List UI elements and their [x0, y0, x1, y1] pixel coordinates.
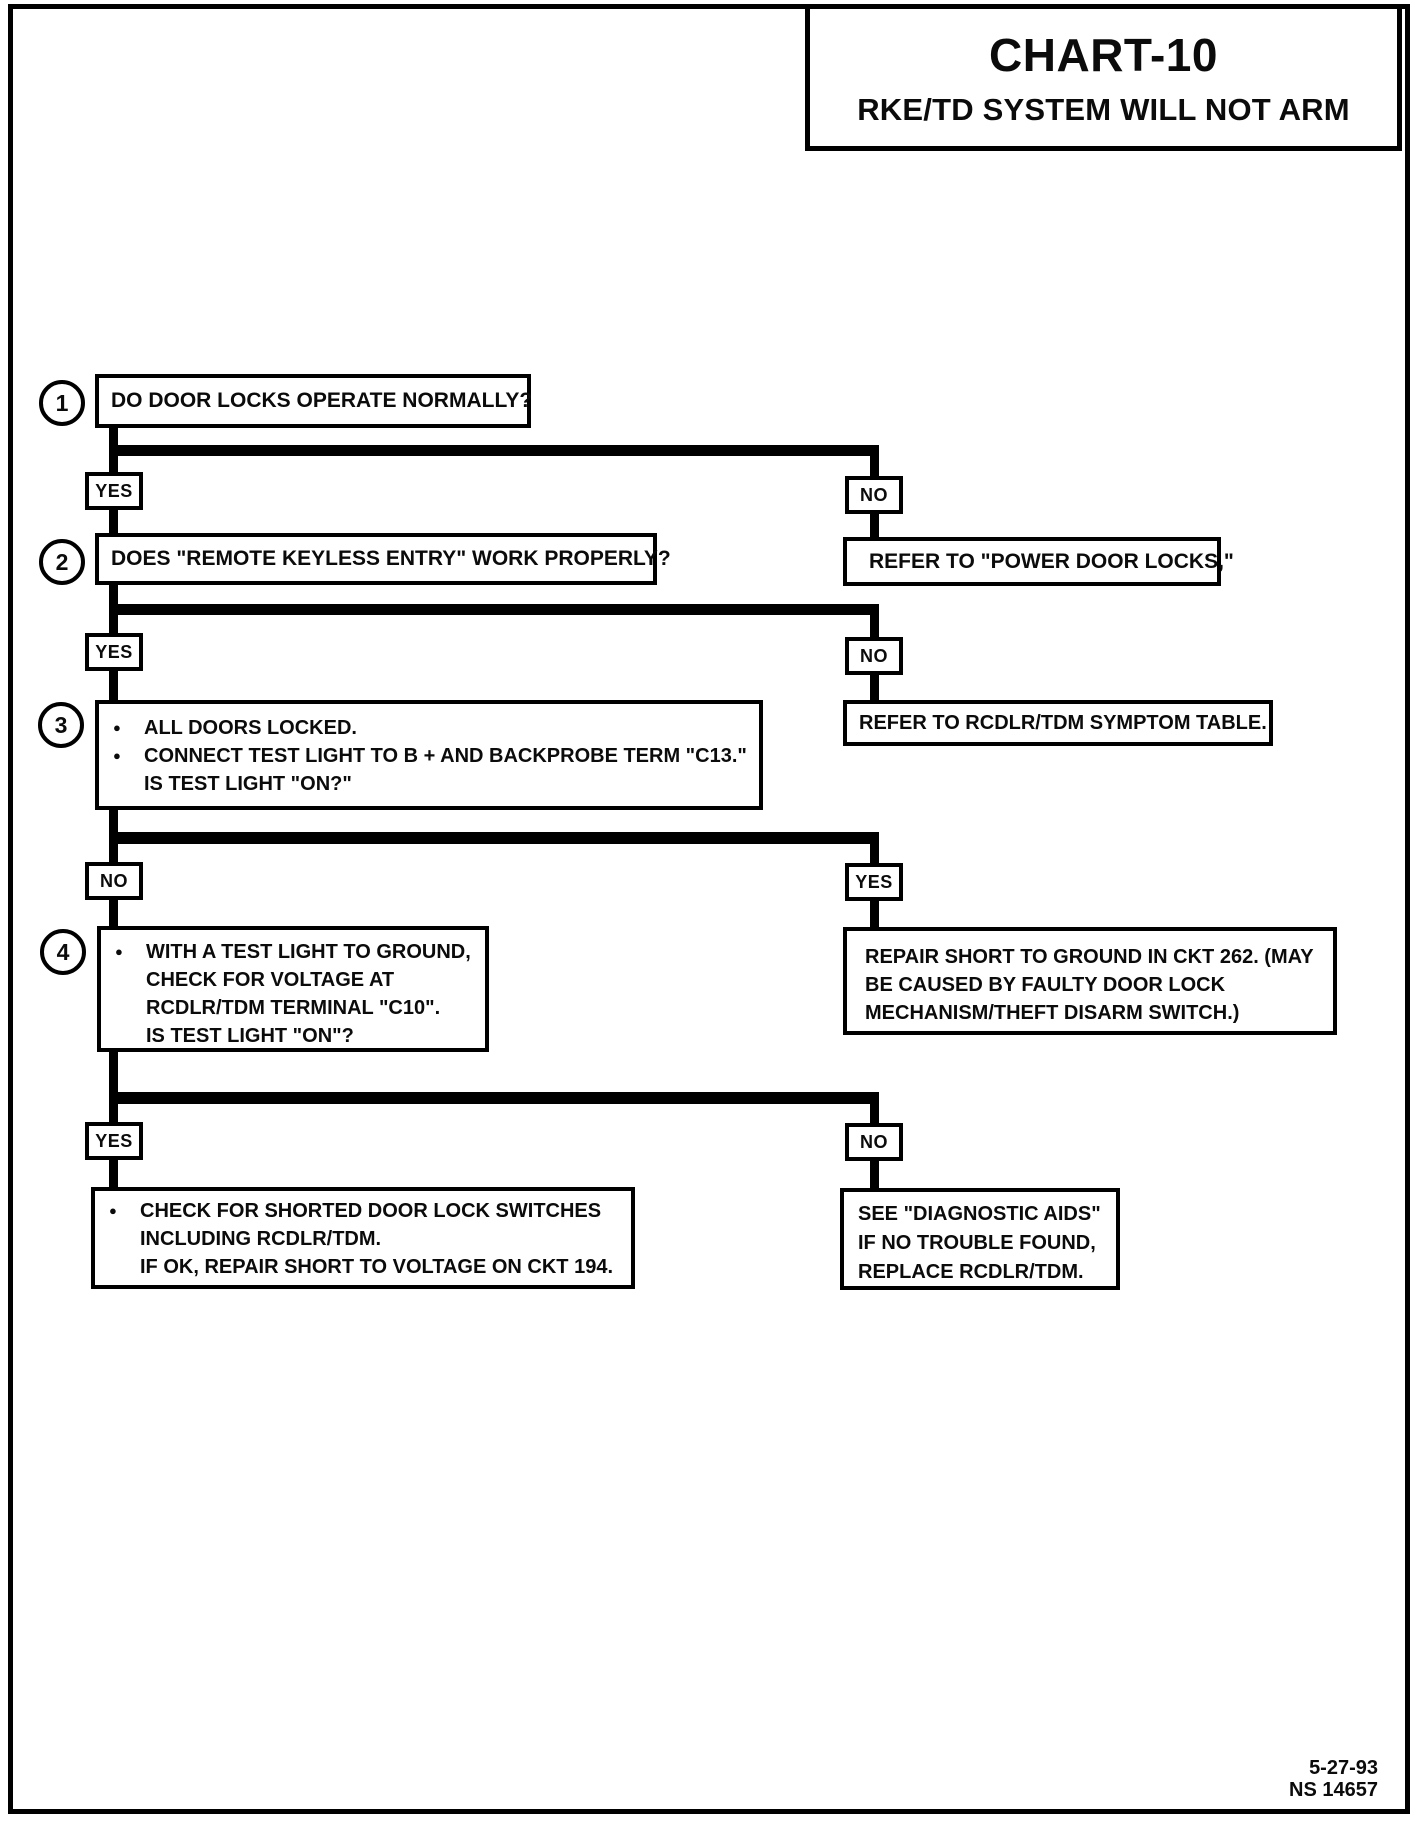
connector-line — [109, 445, 879, 456]
step-1-number: 1 — [55, 389, 69, 416]
step-3-bullet-2-cont: IS TEST LIGHT "ON?" — [113, 770, 751, 798]
step-3-number-circle: 3 — [38, 702, 84, 748]
step-1-no-result: REFER TO "POWER DOOR LOCKS," — [869, 549, 1234, 573]
step-4-bullet-1-cont: CHECK FOR VOLTAGE AT — [115, 966, 479, 994]
connector-line — [109, 1092, 879, 1104]
result-line: BE CAUSED BY FAULTY DOOR LOCK — [865, 974, 1226, 996]
step-3-yes-result-box: REPAIR SHORT TO GROUND IN CKT 262. (MAY … — [843, 927, 1337, 1035]
no-label: NO — [860, 484, 888, 505]
step-4-yes-result-box: ● CHECK FOR SHORTED DOOR LOCK SWITCHES I… — [91, 1187, 635, 1289]
step-2-no-result-box: REFER TO RCDLR/TDM SYMPTOM TABLE. — [843, 700, 1273, 746]
bullet-spacer — [109, 1253, 140, 1281]
step-1-no-tag: NO — [845, 476, 903, 514]
yes-label: YES — [95, 641, 133, 662]
step-1-yes-tag: YES — [85, 472, 143, 510]
chart-title: CHART-10 — [989, 28, 1218, 81]
yes-label: YES — [855, 871, 893, 892]
step-3-question-box: ● ALL DOORS LOCKED. ● CONNECT TEST LIGHT… — [95, 700, 763, 810]
step-3-bullet-1: ● ALL DOORS LOCKED. — [113, 714, 751, 742]
step-2-number-circle: 2 — [39, 539, 85, 585]
step-4-line-4: IS TEST LIGHT "ON"? — [146, 1025, 354, 1047]
step-1-question-box: DO DOOR LOCKS OPERATE NORMALLY? — [95, 374, 533, 428]
step-3-yes-tag: YES — [845, 863, 903, 901]
connector-line — [109, 669, 118, 702]
step-4-bullet-1-text: WITH A TEST LIGHT TO GROUND, — [146, 941, 471, 963]
result-bullet-line: ● CHECK FOR SHORTED DOOR LOCK SWITCHES — [109, 1197, 625, 1225]
bullet-icon: ● — [113, 720, 121, 735]
step-4-no-result-box: SEE "DIAGNOSTIC AIDS" IF NO TROUBLE FOUN… — [840, 1188, 1120, 1290]
step-3-number: 3 — [54, 711, 68, 738]
step-4-number-circle: 4 — [40, 929, 86, 975]
chart-title-box: CHART-10 RKE/TD SYSTEM WILL NOT ARM — [805, 4, 1402, 151]
yes-label: YES — [95, 1130, 133, 1151]
result-line: CHECK FOR SHORTED DOOR LOCK SWITCHES — [140, 1200, 602, 1222]
step-4-yes-tag: YES — [85, 1122, 143, 1160]
step-2-no-tag: NO — [845, 637, 903, 675]
connector-line — [870, 604, 879, 639]
bullet-icon: ● — [113, 748, 121, 763]
step-4-no-tag: NO — [845, 1123, 903, 1161]
connector-line — [870, 673, 879, 702]
bullet-icon: ● — [115, 944, 123, 959]
bullet-spacer — [113, 770, 144, 798]
step-4-bullet-1-cont: RCDLR/TDM TERMINAL "C10". — [115, 994, 479, 1022]
step-3-bullet-2-text: CONNECT TEST LIGHT TO B + AND BACKPROBE … — [144, 745, 747, 767]
step-3-bullet-2: ● CONNECT TEST LIGHT TO B + AND BACKPROB… — [113, 742, 751, 770]
result-line: IF NO TROUBLE FOUND, — [858, 1232, 1096, 1254]
step-4-bullet-1: ● WITH A TEST LIGHT TO GROUND, — [115, 938, 479, 966]
step-4-number: 4 — [56, 938, 70, 965]
result-line: SEE "DIAGNOSTIC AIDS" — [858, 1203, 1101, 1225]
result-line: MECHANISM/THEFT DISARM SWITCH.) — [865, 1002, 1240, 1024]
footer-date: 5-27-93 — [1309, 1757, 1378, 1779]
result-line: INCLUDING RCDLR/TDM. — [140, 1228, 382, 1250]
result-cont-line: IF OK, REPAIR SHORT TO VOLTAGE ON CKT 19… — [109, 1253, 625, 1281]
result-cont-line: INCLUDING RCDLR/TDM. — [109, 1225, 625, 1253]
page-border — [8, 4, 1410, 1814]
result-line: REPLACE RCDLR/TDM. — [858, 1261, 1084, 1283]
step-3-bullet-2-cont-text: IS TEST LIGHT "ON?" — [144, 773, 352, 795]
no-label: NO — [860, 645, 888, 666]
connector-line — [109, 1158, 118, 1189]
step-1-question: DO DOOR LOCKS OPERATE NORMALLY? — [111, 389, 533, 412]
connector-line — [870, 1092, 879, 1125]
step-2-number: 2 — [55, 548, 69, 575]
step-4-line-2: CHECK FOR VOLTAGE AT — [146, 969, 395, 991]
no-label: NO — [100, 870, 128, 891]
step-4-question-box: ● WITH A TEST LIGHT TO GROUND, CHECK FOR… — [97, 926, 489, 1052]
connector-line — [109, 832, 879, 844]
step-2-no-result: REFER TO RCDLR/TDM SYMPTOM TABLE. — [859, 711, 1267, 734]
connector-line — [109, 508, 118, 535]
footer: 5-27-93 NS 14657 — [1289, 1757, 1378, 1801]
connector-line — [870, 832, 879, 865]
connector-line — [870, 512, 879, 539]
connector-line — [870, 1159, 879, 1190]
step-1-number-circle: 1 — [39, 380, 85, 426]
result-line: REPAIR SHORT TO GROUND IN CKT 262. (MAY — [865, 946, 1314, 968]
result-line: IF OK, REPAIR SHORT TO VOLTAGE ON CKT 19… — [140, 1256, 614, 1278]
step-2-yes-tag: YES — [85, 633, 143, 671]
step-3-no-tag: NO — [85, 862, 143, 900]
bullet-icon: ● — [109, 1203, 117, 1218]
bullet-spacer — [115, 1022, 146, 1050]
yes-label: YES — [95, 480, 133, 501]
chart-subtitle: RKE/TD SYSTEM WILL NOT ARM — [857, 91, 1350, 127]
bullet-spacer — [115, 994, 146, 1022]
connector-line — [109, 898, 118, 928]
no-label: NO — [860, 1131, 888, 1152]
step-4-line-3: RCDLR/TDM TERMINAL "C10". — [146, 997, 441, 1019]
bullet-spacer — [115, 966, 146, 994]
connector-line — [870, 445, 879, 478]
footer-doc-code: NS 14657 — [1289, 1779, 1378, 1801]
connector-line — [109, 1050, 118, 1124]
step-4-bullet-1-cont: IS TEST LIGHT "ON"? — [115, 1022, 479, 1050]
bullet-spacer — [109, 1225, 140, 1253]
step-3-bullet-1-text: ALL DOORS LOCKED. — [144, 717, 357, 739]
connector-line — [109, 604, 879, 615]
step-1-no-result-box: REFER TO "POWER DOOR LOCKS," — [843, 537, 1234, 586]
connector-line — [870, 899, 879, 929]
step-2-question-box: DOES "REMOTE KEYLESS ENTRY" WORK PROPERL… — [95, 533, 671, 585]
step-2-question: DOES "REMOTE KEYLESS ENTRY" WORK PROPERL… — [111, 547, 671, 570]
